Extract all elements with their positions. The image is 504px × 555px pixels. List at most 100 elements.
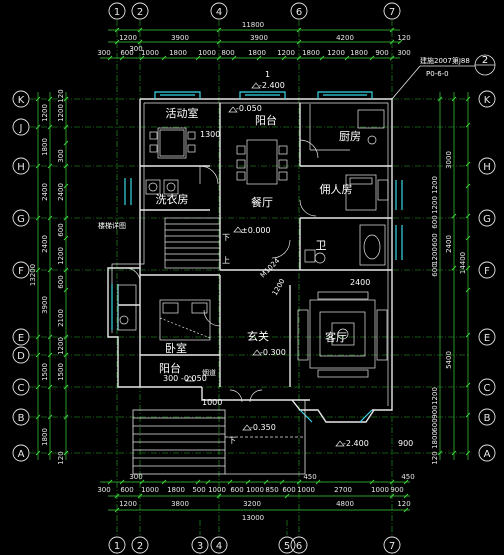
axis-label-top-7: 7 xyxy=(389,7,395,18)
reference-sub-note: P0-6-0 xyxy=(426,70,449,78)
bottom-bay-dim-4: 4800 xyxy=(336,500,354,508)
axis-label-bottom-7: 7 xyxy=(389,541,395,552)
room-label-dining: 餐厅 xyxy=(251,195,273,209)
axis-label-left-A: A xyxy=(18,449,25,460)
reference-callout xyxy=(391,54,496,100)
bottom-detail-dim-6: 1000 xyxy=(208,486,226,494)
axis-label-right-E: E xyxy=(484,333,490,344)
left-detail-dim-5: 600 xyxy=(57,223,65,236)
bottom-detail-dim-7: 600 xyxy=(230,486,243,494)
axis-label-bottom-5: 5 xyxy=(284,541,290,552)
bottom-detail-dim-2: 600 xyxy=(120,486,133,494)
level-balcony-bottom: -0.050 xyxy=(181,374,207,383)
top-detail-dim-11: 1800 xyxy=(350,49,368,57)
stair-upper xyxy=(164,217,221,269)
bottom-detail-dim-10: 600 xyxy=(282,486,295,494)
bottom-top-small-1: 300 xyxy=(129,473,142,481)
room-label-bath: 卫 xyxy=(316,239,327,252)
axis-bubble-bottom-4 xyxy=(210,536,228,554)
level-bottom-outside: -2.400 xyxy=(343,439,369,448)
room-label-activity: 活动室 xyxy=(166,106,199,120)
row-axis-bubbles-right xyxy=(478,90,496,462)
bottom-detail-dim-11: 1000 xyxy=(297,486,315,494)
axis-bubble-top-7 xyxy=(383,2,401,20)
right-detail-dim-5: 1200 xyxy=(431,247,439,265)
axis-bubble-top-4 xyxy=(210,2,228,20)
room-label-kitchen: 厨房 xyxy=(339,130,361,143)
right-detail-dim-7: 1200 xyxy=(431,387,439,405)
left-bay-dim-2: 1800 xyxy=(41,138,49,156)
right-detail-dim-8: 900 xyxy=(431,405,439,418)
right-bay-dim-1: 3000 xyxy=(445,151,453,169)
bottom-bay-dim-1: 1200 xyxy=(119,500,137,508)
doors xyxy=(125,139,319,403)
top-overall-dim: 11800 xyxy=(242,21,264,29)
top-detail-dim-5: 1000 xyxy=(198,49,216,57)
bottom-detail-dim-12: 2700 xyxy=(334,486,352,494)
reference-note: 建施2007第J88 xyxy=(420,56,470,65)
detail-number: 2 xyxy=(482,55,488,66)
bottom-detail-dim-13: 1000 xyxy=(371,486,389,494)
axis-label-top-2: 2 xyxy=(137,7,143,18)
axis-label-left-D: D xyxy=(17,351,25,362)
bottom-bay-dim-5: 120 xyxy=(397,500,410,508)
bottom-detail-dim-9: 850 xyxy=(265,486,278,494)
right-detail-dim-11: 120 xyxy=(431,451,439,464)
column-axis-bubbles-bottom xyxy=(108,536,401,554)
axis-bubble-bottom-1 xyxy=(108,536,126,554)
left-detail-dim-1: 120 xyxy=(57,89,65,102)
left-detail-dim-11: 120 xyxy=(57,451,65,464)
left-detail-dim-4: 2400 xyxy=(57,183,65,201)
level-markers xyxy=(185,82,345,447)
left-detail-dim-6: 1200 xyxy=(57,247,65,265)
section-mark: 1 xyxy=(265,70,270,79)
axis-bubble-top-6 xyxy=(290,2,308,20)
axis-label-left-B: B xyxy=(18,413,25,424)
axis-bubble-top-2 xyxy=(131,2,149,20)
right-detail-dim-9: 600 xyxy=(431,418,439,431)
left-detail-dim-9: 1200 xyxy=(57,337,65,355)
room-label-bedroom: 卧室 xyxy=(165,341,187,355)
top-bay-dim-4: 4200 xyxy=(336,34,354,42)
axis-label-left-J: J xyxy=(19,123,23,134)
level-top-outside: -2.400 xyxy=(259,81,285,90)
room-label-foyer: 玄关 xyxy=(247,329,269,343)
level-balcony-bottom-width: 300 xyxy=(163,374,178,383)
bottom-detail-dim-1: 300 xyxy=(97,486,110,494)
axis-label-right-H: H xyxy=(483,162,491,173)
axis-label-left-E: E xyxy=(18,333,24,344)
axis-label-bottom-2: 2 xyxy=(137,541,143,552)
axis-label-right-C: C xyxy=(484,383,491,394)
top-bay-dim-3: 3900 xyxy=(250,34,268,42)
axis-label-right-F: F xyxy=(484,266,490,277)
right-detail-dim-3: 600 xyxy=(431,215,439,228)
axis-bubble-bottom-3 xyxy=(191,536,209,554)
bottom-bay-dim-3: 3200 xyxy=(243,500,261,508)
right-detail-dim-10: 1800 xyxy=(431,431,439,449)
axis-label-bottom-3: 3 xyxy=(197,541,203,552)
left-bay-dim-5: 3900 xyxy=(41,296,49,314)
left-detail-dim-2: 1200 xyxy=(57,104,65,122)
right-overall-dim: 14400 xyxy=(459,252,467,274)
bottom-bay-dim-2: 3800 xyxy=(171,500,189,508)
axis-label-right-A: A xyxy=(484,449,491,460)
windows xyxy=(111,91,403,423)
top-bay-dim-5: 120 xyxy=(397,34,410,42)
stair-note-label: 楼梯详图 xyxy=(98,221,126,230)
top-detail-dim-13: 300 xyxy=(397,49,410,57)
room-label-servant: 佣人房 xyxy=(320,183,353,196)
top-detail-dim-3: 1000 xyxy=(141,49,159,57)
axis-label-left-F: F xyxy=(18,266,24,277)
chimney-label: 烟道 xyxy=(202,368,216,377)
room-label-laundry: 洗衣房 xyxy=(156,192,189,206)
dimension-ticks xyxy=(35,27,471,513)
top-detail-dim-6: 800 xyxy=(221,49,234,57)
row-axis-bubbles-left xyxy=(12,90,30,462)
level-entry: -0.350 xyxy=(250,423,276,432)
left-bay-dim-6: 1500 xyxy=(41,363,49,381)
bottom-detail-dim-15: 450 xyxy=(401,473,414,481)
axis-label-bottom-1: 1 xyxy=(114,541,120,552)
stair-down-label: 下 xyxy=(222,233,230,242)
